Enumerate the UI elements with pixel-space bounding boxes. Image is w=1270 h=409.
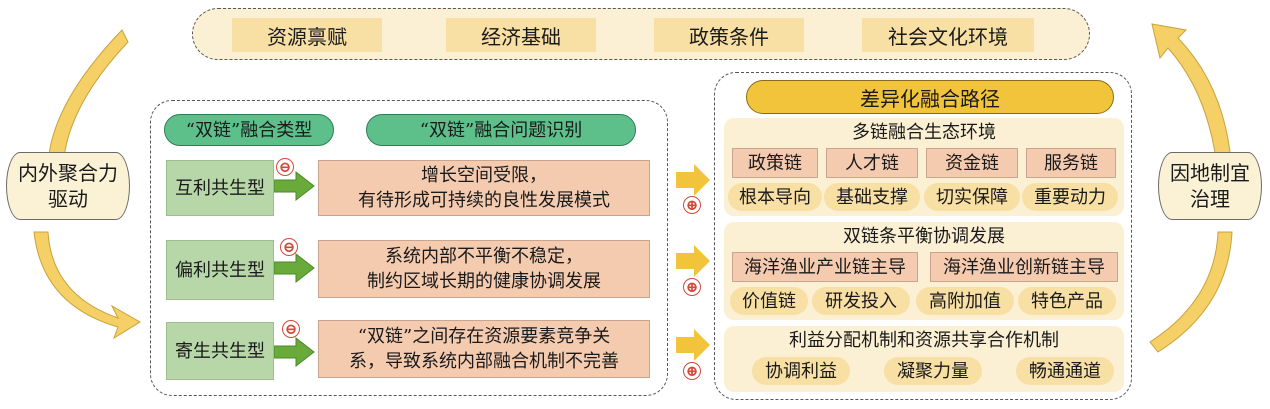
green-arrow-1 bbox=[273, 170, 315, 202]
item-pill: 研发投入 bbox=[812, 287, 910, 315]
item-pill: 畅通通道 bbox=[1016, 357, 1114, 385]
issue-line1: 增长空间受限， bbox=[421, 165, 547, 186]
chain-box: 资金链 bbox=[926, 148, 1018, 178]
role-pill: 基础支撑 bbox=[824, 183, 920, 211]
block-arrow-1 bbox=[676, 164, 710, 196]
right-curved-arrow-upper bbox=[1151, 23, 1233, 176]
factor-item: 社会文化环境 bbox=[862, 18, 1034, 52]
header-issues: “双链”融合问题识别 bbox=[366, 114, 636, 146]
role-pill: 根本导向 bbox=[728, 183, 822, 211]
item-pill: 协调利益 bbox=[752, 357, 850, 385]
issue-line2: 系，导致系统内部融合机制不完善 bbox=[349, 351, 619, 372]
type-box: 互利共生型 bbox=[166, 160, 274, 216]
issue-box: “双链”之间存在资源要素竞争关 系，导致系统内部融合机制不完善 bbox=[318, 320, 650, 378]
issue-box: 系统内部不平衡不稳定， 制约区域长期的健康协调发展 bbox=[318, 240, 650, 298]
issue-line2: 有待形成可持续的良性发展模式 bbox=[358, 190, 610, 211]
header-types: “双链”融合类型 bbox=[164, 114, 334, 146]
block-arrow-3 bbox=[676, 329, 710, 361]
item-pill: 特色产品 bbox=[1018, 287, 1116, 315]
type-box: 偏利共生型 bbox=[166, 240, 274, 300]
block-arrow-2 bbox=[676, 245, 710, 277]
lead-box: 海洋渔业产业链主导 bbox=[732, 252, 918, 282]
right-cylinder-line2: 治理 bbox=[1190, 187, 1230, 211]
issue-box: 增长空间受限， 有待形成可持续的良性发展模式 bbox=[318, 160, 650, 216]
right-cylinder-line1: 因地制宜 bbox=[1170, 161, 1250, 185]
factor-item: 资源禀赋 bbox=[232, 18, 382, 52]
issue-line1: 系统内部不平衡不稳定， bbox=[385, 246, 583, 267]
left-cylinder-line2: 驱动 bbox=[48, 187, 88, 211]
plus-icon: ⊕ bbox=[683, 196, 701, 214]
factor-item: 经济基础 bbox=[446, 18, 596, 52]
left-cylinder: 内外聚合力 驱动 bbox=[6, 152, 130, 220]
right-curved-arrow-lower bbox=[1149, 231, 1233, 353]
section-title: 多链融合生态环境 bbox=[852, 121, 996, 143]
item-pill: 价值链 bbox=[730, 287, 808, 315]
role-pill: 切实保障 bbox=[924, 183, 1020, 211]
issue-line1: “双链”之间存在资源要素竞争关 bbox=[357, 326, 611, 347]
plus-icon: ⊕ bbox=[683, 362, 701, 380]
right-panel bbox=[714, 72, 1132, 400]
chain-box: 人才链 bbox=[826, 148, 918, 178]
item-pill: 高附加值 bbox=[916, 287, 1014, 315]
left-panel bbox=[150, 100, 668, 396]
right-cylinder: 因地制宜 治理 bbox=[1158, 152, 1262, 220]
green-arrow-2 bbox=[273, 252, 315, 284]
item-pill: 凝聚力量 bbox=[884, 357, 982, 385]
section-title: 双链条平衡协调发展 bbox=[843, 225, 1005, 247]
chain-box: 政策链 bbox=[732, 148, 818, 178]
issue-line2: 制约区域长期的健康协调发展 bbox=[367, 271, 601, 292]
minus-icon: ⊖ bbox=[282, 320, 300, 338]
type-box: 寄生共生型 bbox=[166, 322, 274, 380]
role-pill: 重要动力 bbox=[1022, 183, 1118, 211]
left-curved-arrow-lower bbox=[33, 231, 141, 340]
lead-box: 海洋渔业创新链主导 bbox=[930, 252, 1118, 282]
right-panel-title: 差异化融合路径 bbox=[746, 80, 1114, 114]
factor-item: 政策条件 bbox=[654, 18, 804, 52]
section-title: 利益分配机制和资源共享合作机制 bbox=[789, 329, 1059, 351]
minus-icon: ⊖ bbox=[276, 158, 294, 176]
minus-icon: ⊖ bbox=[280, 238, 298, 256]
green-arrow-3 bbox=[273, 336, 315, 368]
plus-icon: ⊕ bbox=[683, 278, 701, 296]
left-cylinder-line1: 内外聚合力 bbox=[18, 161, 118, 185]
chain-box: 服务链 bbox=[1026, 148, 1116, 178]
